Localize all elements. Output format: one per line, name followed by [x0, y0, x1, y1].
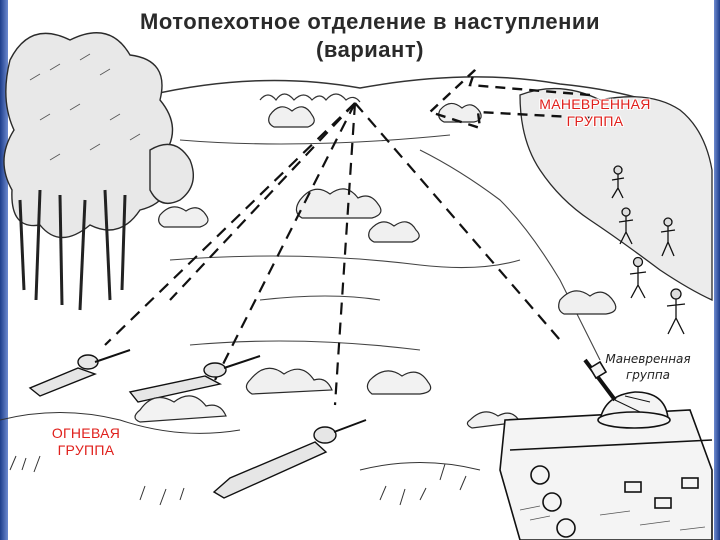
slide-frame-left: [0, 0, 8, 540]
field-lines: [169, 134, 601, 361]
prone-soldier: [28, 349, 131, 397]
fire-group-label: ОГНЕВАЯ ГРУППА: [36, 425, 136, 459]
fire-group-label-line-1: ОГНЕВАЯ: [51, 425, 121, 441]
handwritten-label-line-1: Маневренная: [605, 352, 691, 366]
slide-frame-right: [714, 0, 720, 540]
left-forest: [3, 32, 194, 239]
title-line-1: Мотопехотное отделение в наступлении: [140, 9, 600, 34]
foreground-bushes: [134, 370, 521, 429]
bushes: [158, 102, 617, 395]
distant-hills: [149, 76, 661, 106]
soldier-figure: [618, 207, 634, 245]
soldier-figure: [660, 217, 676, 257]
maneuver-arrow: [427, 69, 591, 130]
maneuver-soldiers: [611, 165, 686, 335]
armored-vehicle: [499, 358, 713, 540]
maneuver-group-label-line-2: ГРУППА: [566, 113, 624, 129]
soldier-figure: [666, 288, 686, 335]
prone-soldier: [128, 355, 261, 403]
forest-hatching: [29, 53, 141, 161]
maneuver-group-label-line-1: МАНЕВРЕННАЯ: [539, 96, 651, 112]
soldier-figure: [629, 256, 647, 299]
soldier-figure: [611, 165, 625, 199]
fire-group-soldiers: [28, 349, 367, 499]
tree-trunks: [18, 189, 127, 311]
title-line-2: (вариант): [316, 37, 424, 62]
fire-group-label-line-2: ГРУППА: [57, 442, 115, 458]
right-treeline: [519, 87, 713, 302]
foreground-grass: [0, 412, 481, 506]
sight-lines: [104, 102, 561, 406]
maneuver-group-handwritten-label: Маневренная группа: [598, 351, 698, 383]
slide-title: Мотопехотное отделение в наступлении (ва…: [80, 8, 660, 64]
far-treeline: [259, 93, 361, 103]
handwritten-label-line-2: группа: [625, 368, 671, 382]
prone-soldier: [212, 419, 367, 499]
maneuver-group-label: МАНЕВРЕННАЯ ГРУППА: [520, 96, 670, 130]
vehicle-hatching: [519, 505, 706, 531]
